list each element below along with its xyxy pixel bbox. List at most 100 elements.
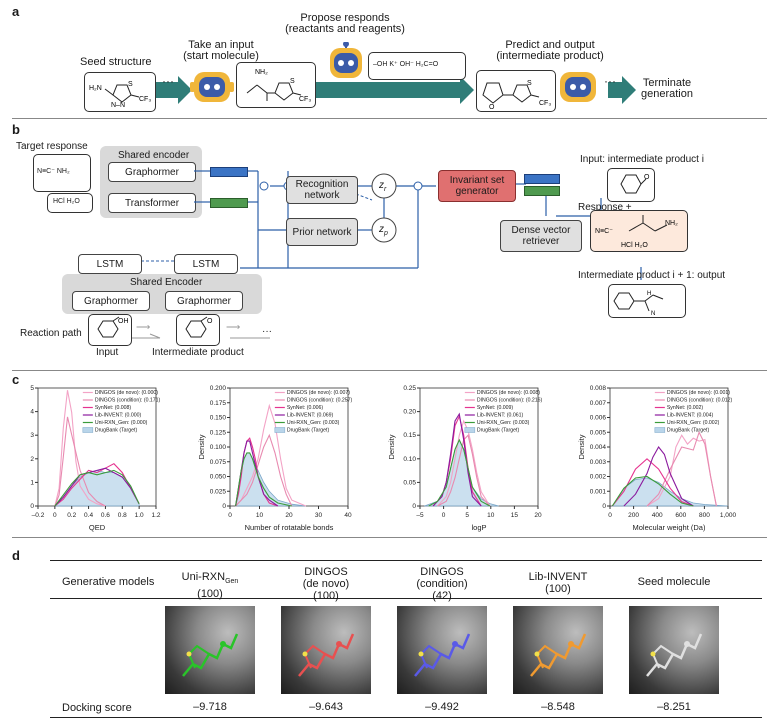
svg-text:OH: OH xyxy=(118,318,129,325)
target-response-label: Target response xyxy=(16,141,88,152)
model-header: DINGOS(de novo)(100) xyxy=(275,566,377,602)
graphormer-node-2: Graphormer xyxy=(72,291,150,311)
y-tick-label: 0.100 xyxy=(210,444,227,451)
y-axis-label: Density xyxy=(577,434,586,459)
svg-text:S: S xyxy=(290,78,295,85)
legend-entry: DINGOS (condition): (0.257) xyxy=(287,398,353,404)
x-tick-label: 1.0 xyxy=(135,512,144,519)
x-tick-label: 0.8 xyxy=(118,512,127,519)
reagents-box: –OH K⁺ OH⁻ H₂C=O xyxy=(368,52,466,80)
embedding-chip-4 xyxy=(524,186,560,196)
take-input-label: Take an input(start molecule) xyxy=(183,39,259,62)
model-variant: (condition) xyxy=(416,578,468,590)
series-line-0 xyxy=(437,419,491,507)
propose-label: Propose responds(reactants and reagents) xyxy=(285,12,405,35)
legend-swatch xyxy=(464,427,476,433)
panel-d-letter: d xyxy=(12,548,20,563)
legend-entry: DINGOS (de novo): (0.008) xyxy=(477,390,540,396)
y-tick-label: 0.125 xyxy=(210,429,227,436)
ligand-pose xyxy=(298,633,355,677)
x-tick-label: 20 xyxy=(285,512,293,519)
y-tick-label: 0.050 xyxy=(210,474,227,481)
hcl-h2o-box: HCl H₂O xyxy=(47,193,93,213)
legend-entry: Lib-INVENT: (0.069) xyxy=(287,413,334,419)
seed-structure-label: Seed structure xyxy=(80,56,152,68)
series-line-3 xyxy=(432,412,482,507)
separator-ab xyxy=(12,118,767,119)
y-tick-label: 0.005 xyxy=(590,429,607,436)
y-tick-label: 0 xyxy=(602,503,606,510)
legend-entry: SynNet: (0.009) xyxy=(477,405,514,411)
response-label: Response + xyxy=(578,202,632,213)
dense-vector-retriever-node: Dense vector retriever xyxy=(500,220,582,252)
x-tick-label: 0.4 xyxy=(84,512,93,519)
reaction-input-molecule: OH xyxy=(88,314,132,346)
series-line-4 xyxy=(54,469,140,507)
series-drugbank-area xyxy=(53,469,140,507)
model-header: Lib-INVENT(100) xyxy=(507,571,609,595)
cyclohexanone-structure-2: O xyxy=(185,316,213,338)
svg-text:CF₃: CF₃ xyxy=(299,96,311,103)
series-line-3 xyxy=(623,446,694,507)
x-tick-label: 400 xyxy=(652,512,663,519)
z-p-label: zp xyxy=(379,224,388,237)
x-tick-label: 1,000 xyxy=(720,512,737,519)
svg-text:N: N xyxy=(651,311,655,317)
cyclohexanone-structure: O xyxy=(620,174,650,194)
series-line-2 xyxy=(611,458,694,507)
seed-molecule-box: H₂N S CF₃ N–N xyxy=(84,72,156,112)
y-tick-label: 0 xyxy=(30,503,34,510)
x-tick-label: 600 xyxy=(675,512,686,519)
legend-entry: Uni-RXN_Gen: (0.000) xyxy=(95,420,148,426)
series-drugbank-area xyxy=(611,477,729,507)
legend-entry: Lib-INVENT: (0.061) xyxy=(477,413,524,419)
output-molecule-structure: HN xyxy=(613,291,664,317)
y-tick-label: 1 xyxy=(30,479,34,486)
y-axis-label: Density xyxy=(197,434,206,459)
x-tick-label: 0.2 xyxy=(67,512,76,519)
series-line-1 xyxy=(646,430,717,507)
ligand-pose xyxy=(414,633,471,677)
y-tick-label: 0.004 xyxy=(590,444,607,451)
legend-entry: DrugBank (Target) xyxy=(667,428,710,434)
robot-icon xyxy=(190,72,234,102)
reaction-ellipsis: ··· xyxy=(262,326,272,337)
y-tick-label: 0.200 xyxy=(210,385,227,392)
svg-text:H₂N: H₂N xyxy=(89,85,102,92)
lstm-node-2: LSTM xyxy=(174,254,238,274)
input-intermediate-label: Input: intermediate product i xyxy=(580,154,704,165)
docking-pose-image xyxy=(165,606,255,694)
y-tick-label: 5 xyxy=(30,385,34,392)
model-header: Uni-RXNGen(100) xyxy=(159,571,261,600)
docking-score-value: –9.492 xyxy=(425,701,459,713)
shared-encoder-label: Shared encoder xyxy=(118,150,190,161)
model-count: (100) xyxy=(545,583,571,595)
hcl-h2o-text: HCl H₂O xyxy=(53,198,80,205)
transformer-node: Transformer xyxy=(108,193,196,213)
x-tick-label: 30 xyxy=(315,512,323,519)
legend-entry: Uni-RXN_Gen: (0.003) xyxy=(287,420,340,426)
x-tick-label: 10 xyxy=(256,512,264,519)
graphormer-node-3: Graphormer xyxy=(165,291,243,311)
y-tick-label: 0.001 xyxy=(590,488,607,495)
panel-b-connections xyxy=(108,170,642,339)
svg-text:NH₂: NH₂ xyxy=(665,220,678,227)
legend-entry: Lib-INVENT: (0.004) xyxy=(667,413,714,419)
reaction-path-label: Reaction path xyxy=(20,328,82,339)
x-axis-label: Number of rotatable bonds xyxy=(245,523,334,532)
separator-cd xyxy=(12,537,767,538)
svg-text:O: O xyxy=(644,174,650,181)
x-tick-label: 200 xyxy=(628,512,639,519)
reaction-intermediate-molecule: O xyxy=(176,314,220,346)
docking-pose-image xyxy=(397,606,487,694)
prior-network-node: Prior network xyxy=(286,218,358,246)
x-tick-label: 15 xyxy=(511,512,519,519)
docking-table-bottom-rule xyxy=(50,717,762,718)
input-intermediate-molecule: O xyxy=(607,168,655,202)
model-variant: (de novo) xyxy=(302,578,350,590)
x-axis-label: Molecular weight (Da) xyxy=(633,523,706,532)
legend-entry: SynNet: (0.006) xyxy=(287,405,324,411)
